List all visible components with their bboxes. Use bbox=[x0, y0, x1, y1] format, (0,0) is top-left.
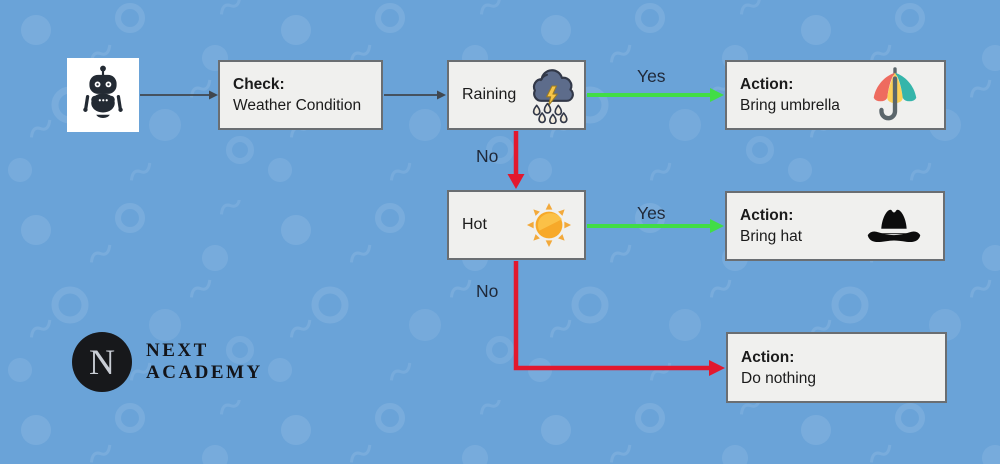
storm-cloud-rain-icon bbox=[525, 66, 579, 124]
node-action-hat-subtitle: Bring hat bbox=[740, 228, 803, 245]
node-action-nothing-text: Action: Do nothing bbox=[728, 347, 816, 389]
logo-wordmark-line2: ACADEMY bbox=[146, 362, 263, 383]
node-check-text: Check: Weather Condition bbox=[220, 74, 361, 116]
sun-icon bbox=[526, 202, 572, 248]
node-raining: Raining bbox=[447, 60, 586, 130]
node-check-subtitle: Weather Condition bbox=[233, 97, 362, 114]
node-action-nothing-title: Action: bbox=[741, 348, 795, 366]
edge-label-raining-no: No bbox=[476, 146, 499, 166]
edge-label-raining-yes: Yes bbox=[637, 66, 666, 86]
start-node-robot bbox=[67, 58, 139, 132]
logo-monogram-letter: N bbox=[89, 342, 115, 382]
node-action-umbrella-text: Action: Bring umbrella bbox=[727, 74, 840, 116]
node-action-umbrella-subtitle: Bring umbrella bbox=[740, 97, 840, 114]
robot-icon bbox=[74, 63, 132, 128]
node-check-title: Check: bbox=[233, 76, 285, 93]
node-action-umbrella-title: Action: bbox=[740, 76, 794, 93]
umbrella-icon bbox=[866, 65, 924, 125]
edge-label-hot-yes: Yes bbox=[637, 203, 666, 223]
next-academy-logo: N NEXT ACADEMY bbox=[72, 332, 263, 392]
logo-monogram-icon: N bbox=[72, 332, 132, 392]
node-action-umbrella: Action: Bring umbrella bbox=[725, 60, 946, 130]
logo-wordmark-line1: NEXT bbox=[146, 340, 209, 361]
edge-label-hot-no: No bbox=[476, 281, 499, 301]
node-hot: Hot bbox=[447, 190, 586, 260]
hat-icon bbox=[865, 204, 923, 248]
logo-wordmark: NEXT ACADEMY bbox=[146, 340, 263, 384]
node-raining-label: Raining bbox=[462, 86, 517, 103]
node-action-nothing: Action: Do nothing bbox=[726, 332, 947, 403]
node-hot-label: Hot bbox=[462, 216, 487, 233]
node-action-hat: Action: Bring hat bbox=[725, 191, 945, 261]
node-check-weather: Check: Weather Condition bbox=[218, 60, 383, 130]
node-action-hat-title: Action: bbox=[740, 207, 794, 224]
node-action-hat-text: Action: Bring hat bbox=[727, 205, 802, 247]
node-action-nothing-subtitle: Do nothing bbox=[741, 369, 816, 387]
